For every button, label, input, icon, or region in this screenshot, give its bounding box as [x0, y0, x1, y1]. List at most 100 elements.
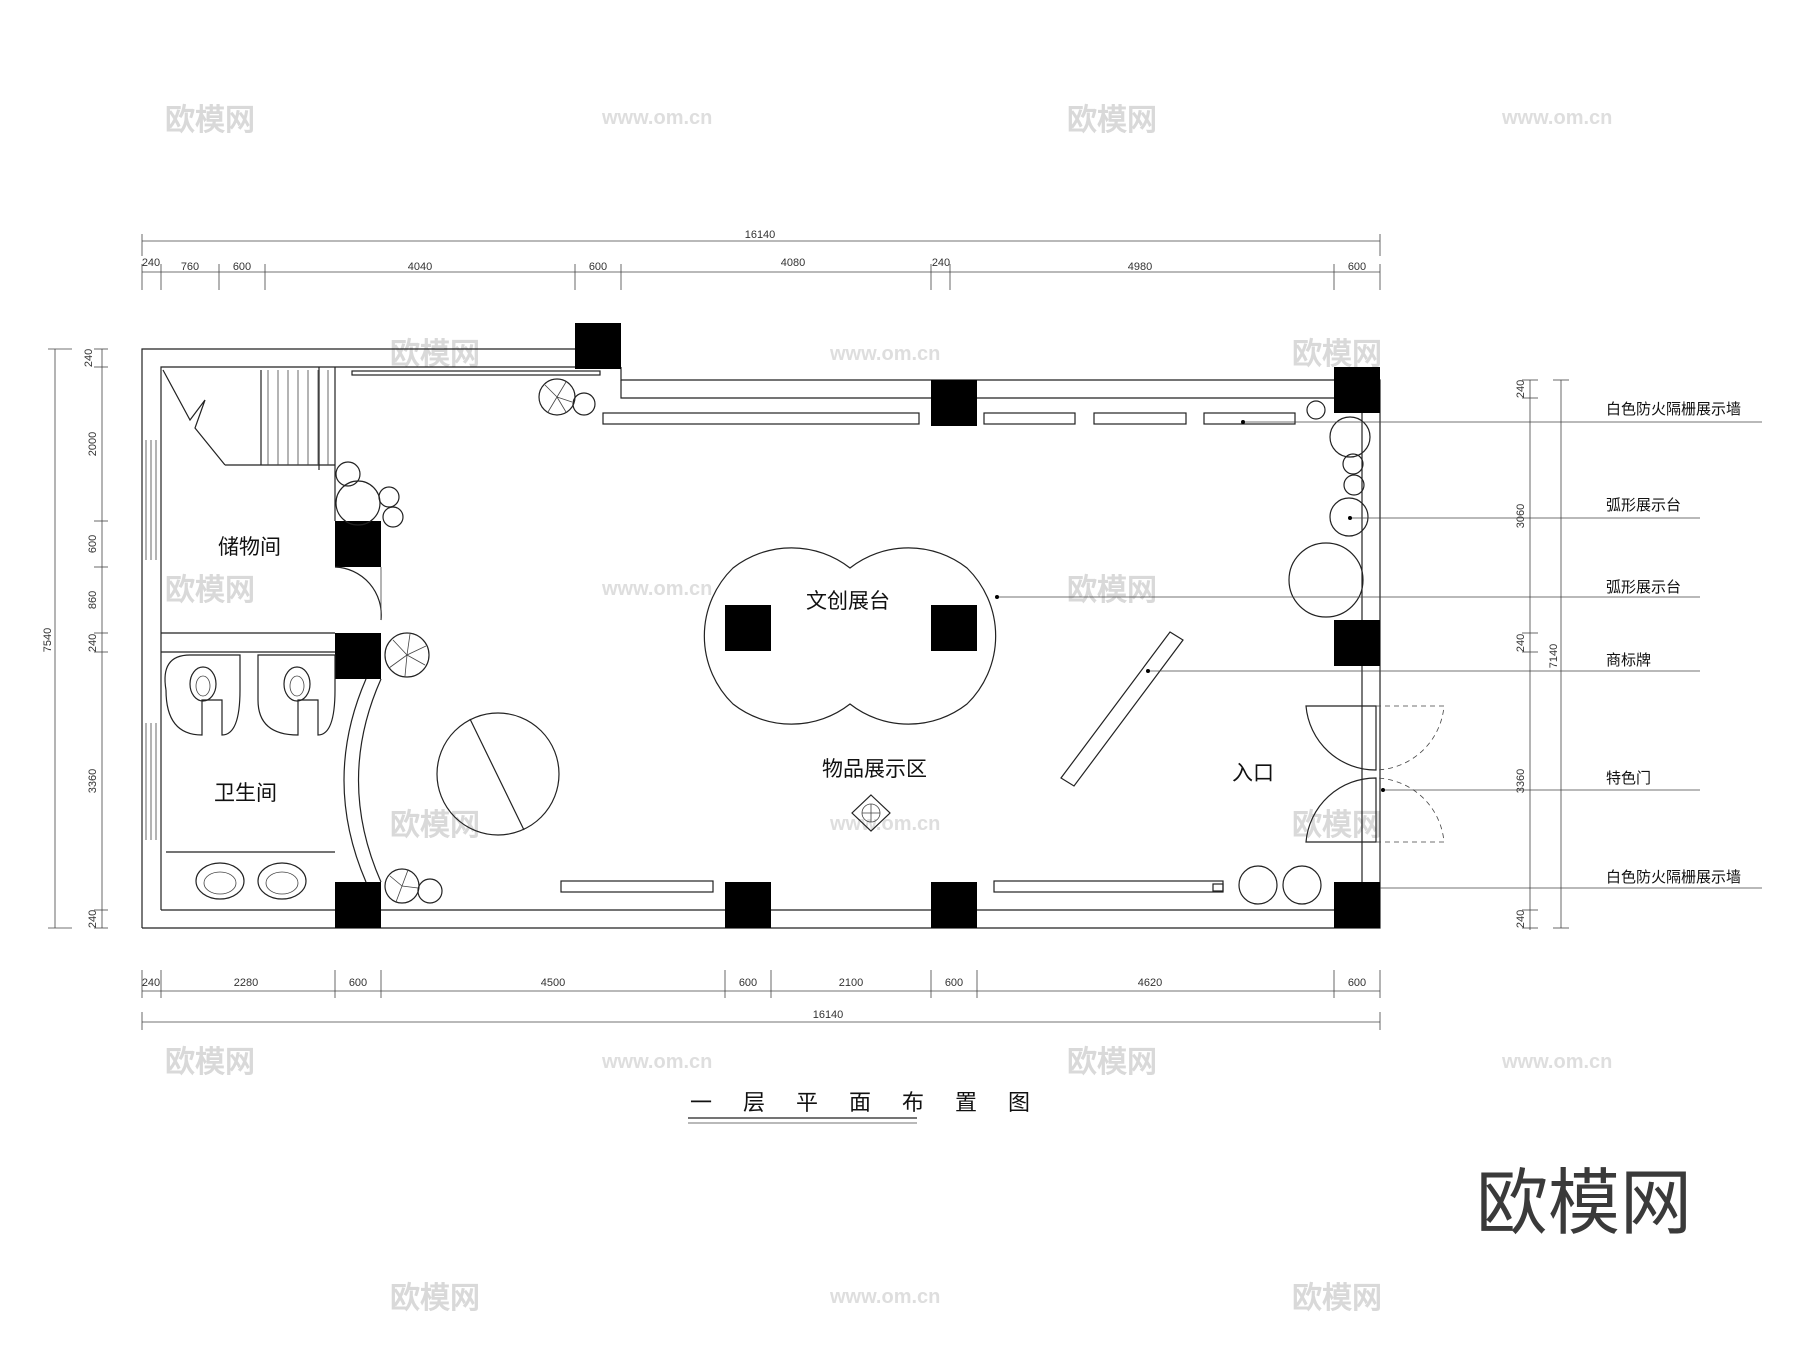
dim-top: 600 [589, 261, 607, 273]
watermark: 欧模网 [390, 808, 480, 843]
watermark: 欧模网 [1067, 573, 1157, 608]
callout-label: 商标牌 [1606, 651, 1651, 669]
dim-right: 240 [1515, 634, 1527, 652]
callout-label: 弧形展示台 [1606, 578, 1681, 596]
dim-left: 240 [83, 349, 95, 367]
callout-label: 弧形展示台 [1606, 496, 1681, 514]
dim-bottom-total: 16140 [813, 1009, 844, 1021]
callouts: 白色防火隔栅展示墙 弧形展示台 弧形展示台 商标牌 特色门 白色防火隔栅展示墙 [995, 400, 1762, 889]
round-display-table [436, 712, 560, 836]
watermark-url: www.om.cn [601, 107, 712, 129]
plant-icon [384, 868, 443, 904]
dim-left: 860 [87, 591, 99, 609]
room-label-entrance: 入口 [1232, 761, 1274, 785]
watermark-url: www.om.cn [601, 578, 712, 600]
display-walls [351, 370, 1296, 893]
column [725, 882, 771, 928]
dim-left: 240 [87, 634, 99, 652]
bottom-dimensions: 240 2280 600 4500 600 2100 600 4620 600 … [141, 970, 1381, 1030]
site-logo: 欧模网 [1476, 1161, 1692, 1245]
plant-icon [538, 378, 596, 416]
dim-bottom: 600 [945, 977, 963, 989]
columns [335, 323, 1380, 928]
logo-sign [1060, 631, 1184, 787]
watermark: 欧模网 [390, 1281, 480, 1316]
sink-icon [195, 862, 245, 900]
watermark-url: www.om.cn [829, 1286, 940, 1308]
dim-left-total: 7540 [42, 628, 54, 652]
room-label-toilet: 卫生间 [214, 781, 277, 805]
urinal-icon [189, 666, 217, 702]
column [931, 380, 977, 426]
feature-door [1305, 705, 1445, 843]
toilet-fixtures [164, 654, 336, 900]
dim-top-total: 16140 [745, 229, 776, 241]
watermark: 欧模网 [1292, 1281, 1382, 1316]
room-label-storage: 储物间 [218, 535, 281, 559]
watermark-url: www.om.cn [1501, 107, 1612, 129]
column [575, 323, 621, 369]
dim-bottom: 600 [739, 977, 757, 989]
dim-top: 4980 [1128, 261, 1152, 273]
dim-right: 3060 [1515, 504, 1527, 528]
column [931, 882, 977, 928]
storage-furniture [334, 461, 404, 621]
watermark: 欧模网 [165, 1045, 255, 1080]
creative-display-stand [703, 547, 997, 725]
watermark-url: www.om.cn [829, 813, 940, 835]
watermark-url: www.om.cn [1501, 1051, 1612, 1073]
room-label-display-stand: 文创展台 [806, 589, 890, 613]
urinal-icon [283, 666, 311, 702]
room-label-display-area: 物品展示区 [822, 757, 927, 781]
right-dimensions: 240 3060 240 3360 240 7140 [1515, 379, 1569, 930]
staircase [162, 369, 335, 466]
dim-top: 600 [233, 261, 251, 273]
curved-partition [357, 678, 382, 883]
dim-right: 240 [1515, 380, 1527, 398]
dim-top: 4080 [781, 257, 805, 269]
dim-top: 760 [181, 261, 199, 273]
watermark: 欧模网 [165, 573, 255, 608]
dim-bottom: 2100 [839, 977, 863, 989]
watermark: 欧模网 [165, 103, 255, 138]
dim-right: 3360 [1515, 769, 1527, 793]
plant-icon [384, 632, 430, 678]
dim-bottom: 600 [1348, 977, 1366, 989]
dim-right-total: 7140 [1548, 644, 1560, 668]
sink-icon [257, 862, 307, 900]
drawing-title: 一 层 平 面 布 置 图 [690, 1091, 1042, 1116]
curved-partition [343, 678, 367, 883]
callout-label: 白色防火隔栅展示墙 [1606, 400, 1741, 418]
arc-display-stands [1238, 400, 1371, 905]
top-dimensions: 16140 240 760 600 4040 600 4080 240 4980… [141, 229, 1381, 290]
dim-bottom: 4500 [541, 977, 565, 989]
watermark: 欧模网 [390, 337, 480, 372]
dim-right: 240 [1515, 910, 1527, 928]
room-labels: 储物间 卫生间 文创展台 物品展示区 入口 [214, 535, 1274, 805]
center-marker-icon [851, 794, 891, 832]
dim-bottom: 2280 [234, 977, 258, 989]
dim-bottom: 240 [142, 977, 160, 989]
dim-top: 600 [1348, 261, 1366, 273]
watermark-url: www.om.cn [601, 1051, 712, 1073]
watermark-url: www.om.cn [829, 343, 940, 365]
plants [384, 378, 596, 904]
dim-bottom: 600 [349, 977, 367, 989]
column [1334, 620, 1380, 666]
column [335, 882, 381, 928]
watermark: 欧模网 [1292, 337, 1382, 372]
dim-left: 3360 [87, 769, 99, 793]
watermark: 欧模网 [1067, 103, 1157, 138]
watermark: 欧模网 [1292, 808, 1382, 843]
column [335, 521, 381, 567]
column [335, 633, 381, 679]
callout-label: 白色防火隔栅展示墙 [1606, 868, 1741, 886]
dim-top: 240 [932, 257, 950, 269]
dim-left: 2000 [87, 432, 99, 456]
watermark-layer: 欧模网 www.om.cn 欧模网 www.om.cn 欧模网 www.om.c… [165, 103, 1612, 1316]
callout-label: 特色门 [1606, 769, 1651, 787]
left-dimensions: 7540 240 2000 600 860 240 3360 240 [42, 348, 108, 929]
watermark: 欧模网 [1067, 1045, 1157, 1080]
drawing-title-block: 一 层 平 面 布 置 图 [688, 1091, 1042, 1124]
